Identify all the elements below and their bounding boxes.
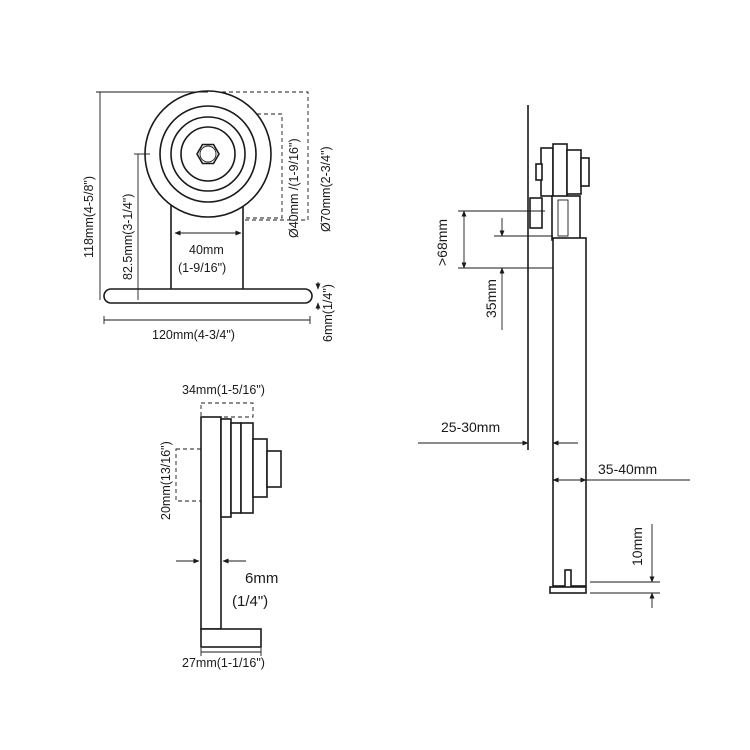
wheel-layer-3	[240, 422, 254, 514]
hex-nut	[196, 143, 220, 165]
bolt-center	[199, 145, 217, 163]
wheel-layer-2	[230, 422, 242, 514]
height-total-label: 118mm(4-5/8")	[82, 176, 96, 258]
track-wheel-center	[552, 143, 568, 201]
door-panel	[552, 237, 587, 587]
wheel-width-label: 34mm(1-5/16")	[182, 383, 265, 397]
track-wheel-right	[566, 149, 582, 195]
rail-bracket	[529, 197, 543, 229]
door-thickness-label: 35-40mm	[598, 461, 657, 477]
track-hub	[580, 157, 590, 187]
hanger-strap-inner	[557, 199, 569, 237]
floor-guide-post	[564, 569, 572, 589]
hanger-strap	[551, 195, 581, 241]
hanger-plate	[200, 416, 222, 630]
stem-width-in-label: (1-9/16")	[178, 261, 226, 275]
hub-height-label: 20mm(13/16")	[159, 441, 173, 520]
clearance-top-label: >68mm	[434, 219, 450, 266]
base-thickness-label: 6mm(1/4")	[321, 284, 335, 342]
height-center-label: 82.5mm(3-1/4")	[121, 194, 135, 280]
wheel-groove	[159, 105, 257, 203]
outer-diameter-label: Ø70mm(2-3/4")	[319, 146, 333, 232]
floor-gap-label: 10mm	[629, 527, 645, 566]
foot-width-label: 27mm(1-1/16")	[182, 656, 265, 670]
front-view: 118mm(4-5/8") 82.5mm(3-1/4") 40mm (1-9/1…	[82, 90, 335, 342]
installation-view: >68mm 35mm 25-30mm 35-40mm 10mm	[418, 105, 690, 608]
inner-diameter-label: Ø40mm /(1-9/16")	[287, 138, 301, 238]
wheel-layer-5	[266, 450, 282, 488]
offset-label: 35mm	[483, 279, 499, 318]
side-view: 34mm(1-5/16") 20mm(13/16") 6mm (1/4") 27…	[159, 383, 282, 670]
wheel-hub	[180, 126, 236, 182]
plate-thickness-in-label: (1/4")	[232, 593, 268, 610]
wheel-layer-4	[252, 438, 268, 498]
stem-width-mm-label: 40mm	[189, 243, 224, 257]
wheel-inner-ring	[170, 116, 246, 192]
foot-plate	[200, 628, 262, 648]
wheel-width-reference-box	[200, 402, 254, 418]
base-bar	[103, 288, 313, 304]
wall-gap-label: 25-30mm	[441, 419, 500, 435]
wheel-outer-rim	[144, 90, 272, 218]
track-bolt	[535, 163, 543, 181]
hub-reference-box	[175, 448, 203, 502]
wheel-layer-1	[220, 418, 232, 518]
plate-thickness-mm-label: 6mm	[245, 570, 278, 587]
base-width-label: 120mm(4-3/4")	[152, 328, 235, 342]
floor-guide-base	[549, 586, 587, 594]
